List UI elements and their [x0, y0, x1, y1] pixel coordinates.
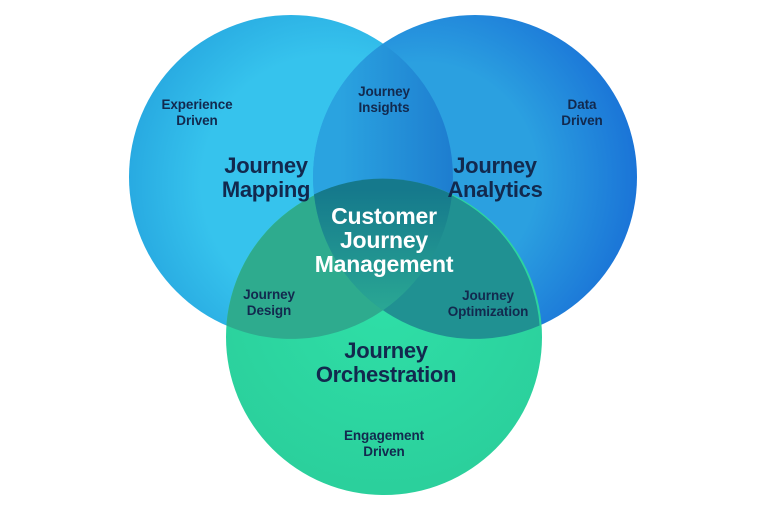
- overlap-center-triple: [314, 178, 452, 311]
